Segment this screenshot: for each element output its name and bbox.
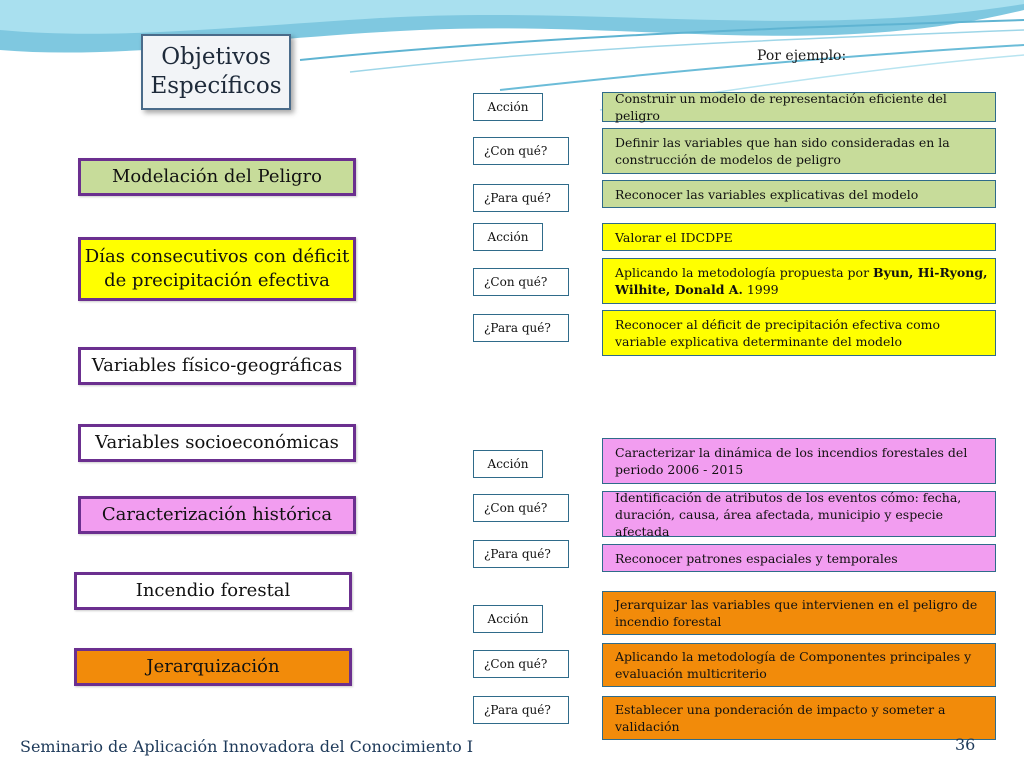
left-item-jerarquizacion: Jerarquización (74, 648, 352, 686)
left-item-incendio: Incendio forestal (74, 572, 352, 610)
title-line-1: Objetivos (161, 44, 271, 70)
tag-accion: Acción (473, 93, 543, 121)
tag-para-que: ¿Para qué? (473, 696, 569, 724)
left-item-modelacion: Modelación del Peligro (78, 158, 356, 196)
group1-con-que-text: Definir las variables que han sido consi… (602, 128, 996, 174)
left-item-caracterizacion: Caracterización histórica (78, 496, 356, 534)
group2-para-que-text: Reconocer al déficit de precipitación ef… (602, 310, 996, 356)
group1-accion-text: Construir un modelo de representación ef… (602, 91, 996, 123)
tag-con-que: ¿Con qué? (473, 650, 569, 678)
tag-con-que: ¿Con qué? (473, 137, 569, 165)
group2-con-que-authors: Byun, Hi-Ryong, Wilhite, Donald A. (615, 265, 988, 297)
group2-accion-text: Valorar el IDCDPE (602, 223, 996, 251)
footer-text: Seminario de Aplicación Innovadora del C… (20, 737, 474, 756)
group1-para-que-text: Reconocer las variables explicativas del… (602, 180, 996, 208)
page-number: 36 (955, 735, 976, 754)
tag-accion: Acción (473, 450, 543, 478)
tag-accion: Acción (473, 223, 543, 251)
left-item-dias-consecutivos: Días consecutivos con déficit de precipi… (78, 237, 356, 301)
group3-para-que-text: Reconocer patrones espaciales y temporal… (602, 544, 996, 572)
tag-con-que: ¿Con qué? (473, 268, 569, 296)
tag-para-que: ¿Para qué? (473, 184, 569, 212)
left-item-variables-fisico: Variables físico-geográficas (78, 347, 356, 385)
group3-accion-text: Caracterizar la dinámica de los incendio… (602, 438, 996, 484)
group2-con-que-text: Aplicando la metodología propuesta por B… (602, 258, 996, 304)
group4-para-que-text: Establecer una ponderación de impacto y … (602, 696, 996, 740)
tag-accion: Acción (473, 605, 543, 633)
group2-con-que-year: 1999 (742, 282, 779, 297)
example-label: Por ejemplo: (757, 48, 847, 64)
tag-para-que: ¿Para qué? (473, 314, 569, 342)
tag-para-que: ¿Para qué? (473, 540, 569, 568)
group4-con-que-text: Aplicando la metodología de Componentes … (602, 643, 996, 687)
tag-con-que: ¿Con qué? (473, 494, 569, 522)
title-line-2: Específicos (150, 73, 282, 99)
group2-con-que-prefix: Aplicando la metodología propuesta por (615, 265, 874, 280)
group4-accion-text: Jerarquizar las variables que interviene… (602, 591, 996, 635)
group3-con-que-text: Identificación de atributos de los event… (602, 490, 996, 539)
slide-title: Objetivos Específicos (141, 34, 291, 110)
left-item-variables-socio: Variables socioeconómicas (78, 424, 356, 462)
